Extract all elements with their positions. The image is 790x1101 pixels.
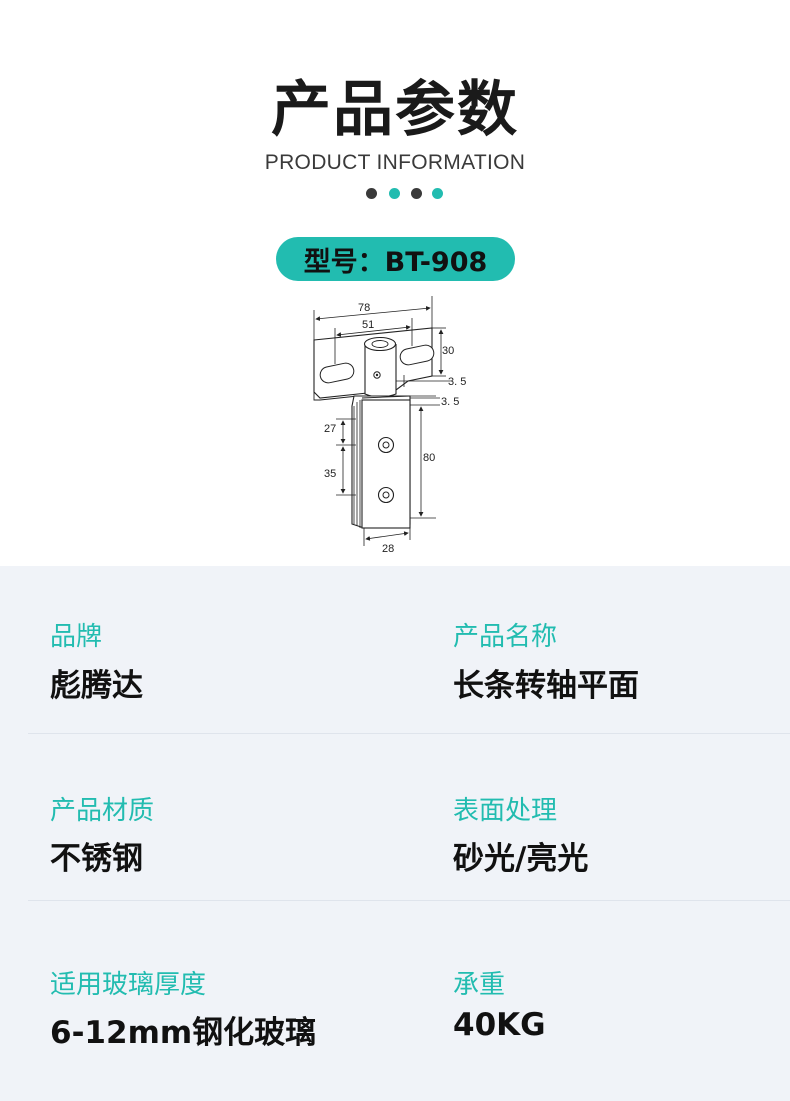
row-divider <box>28 900 790 901</box>
dim-28: 28 <box>382 543 394 555</box>
dim-78: 78 <box>358 302 370 314</box>
model-badge: 型号：BT-908 <box>276 237 515 281</box>
spec-value-material: 不锈钢 <box>50 841 143 877</box>
dim-80: 80 <box>423 452 435 464</box>
spec-label-product-name: 产品名称 <box>453 622 558 652</box>
dim-30: 30 <box>442 345 454 357</box>
pivot <box>364 344 397 398</box>
decorative-dots <box>366 188 446 199</box>
spec-value-glass-thickness: 6-12mm钢化玻璃 <box>50 1015 317 1051</box>
right-slot <box>399 344 435 366</box>
dot-2 <box>389 188 400 199</box>
dot-4 <box>432 188 443 199</box>
spec-row-2: 产品材质 不锈钢 表面处理 砂光/亮光 <box>0 740 790 910</box>
spec-value-product-name: 长条转轴平面 <box>453 668 639 704</box>
spec-label-brand: 品牌 <box>50 622 103 652</box>
spec-row-1: 品牌 彪腾达 产品名称 长条转轴平面 <box>0 566 790 736</box>
dim-27: 27 <box>324 423 336 435</box>
dot-3 <box>411 188 422 199</box>
hinge-dimension-diagram: 78 51 30 3. 5 3. 5 27 35 80 <box>313 296 466 555</box>
spec-value-surface: 砂光/亮光 <box>453 841 589 877</box>
spec-panel: 品牌 彪腾达 产品名称 长条转轴平面 产品材质 不锈钢 表面处理 砂光/亮光 适… <box>0 566 790 1101</box>
dim-51: 51 <box>362 319 374 331</box>
lower-plate <box>361 399 411 529</box>
dim-3-5-lower: 3. 5 <box>441 396 459 408</box>
dim-3-5-upper: 3. 5 <box>448 376 466 388</box>
dot-1 <box>366 188 377 199</box>
page-title: 产品参数 <box>271 75 519 145</box>
spec-value-load: 40KG <box>453 1007 546 1043</box>
dim-35: 35 <box>324 468 336 480</box>
spec-label-surface: 表面处理 <box>453 796 558 826</box>
page-subtitle: PRODUCT INFORMATION <box>264 151 526 174</box>
spec-label-material: 产品材质 <box>50 796 155 826</box>
left-slot <box>319 362 355 384</box>
spec-value-brand: 彪腾达 <box>50 668 143 704</box>
row-divider <box>28 733 790 734</box>
spec-label-glass-thickness: 适用玻璃厚度 <box>50 970 207 1000</box>
spec-label-load: 承重 <box>453 970 506 1000</box>
header-section: 产品参数 PRODUCT INFORMATION 型号：BT-908 <box>264 75 526 555</box>
spec-row-3: 适用玻璃厚度 6-12mm钢化玻璃 承重 40KG <box>0 914 790 1084</box>
